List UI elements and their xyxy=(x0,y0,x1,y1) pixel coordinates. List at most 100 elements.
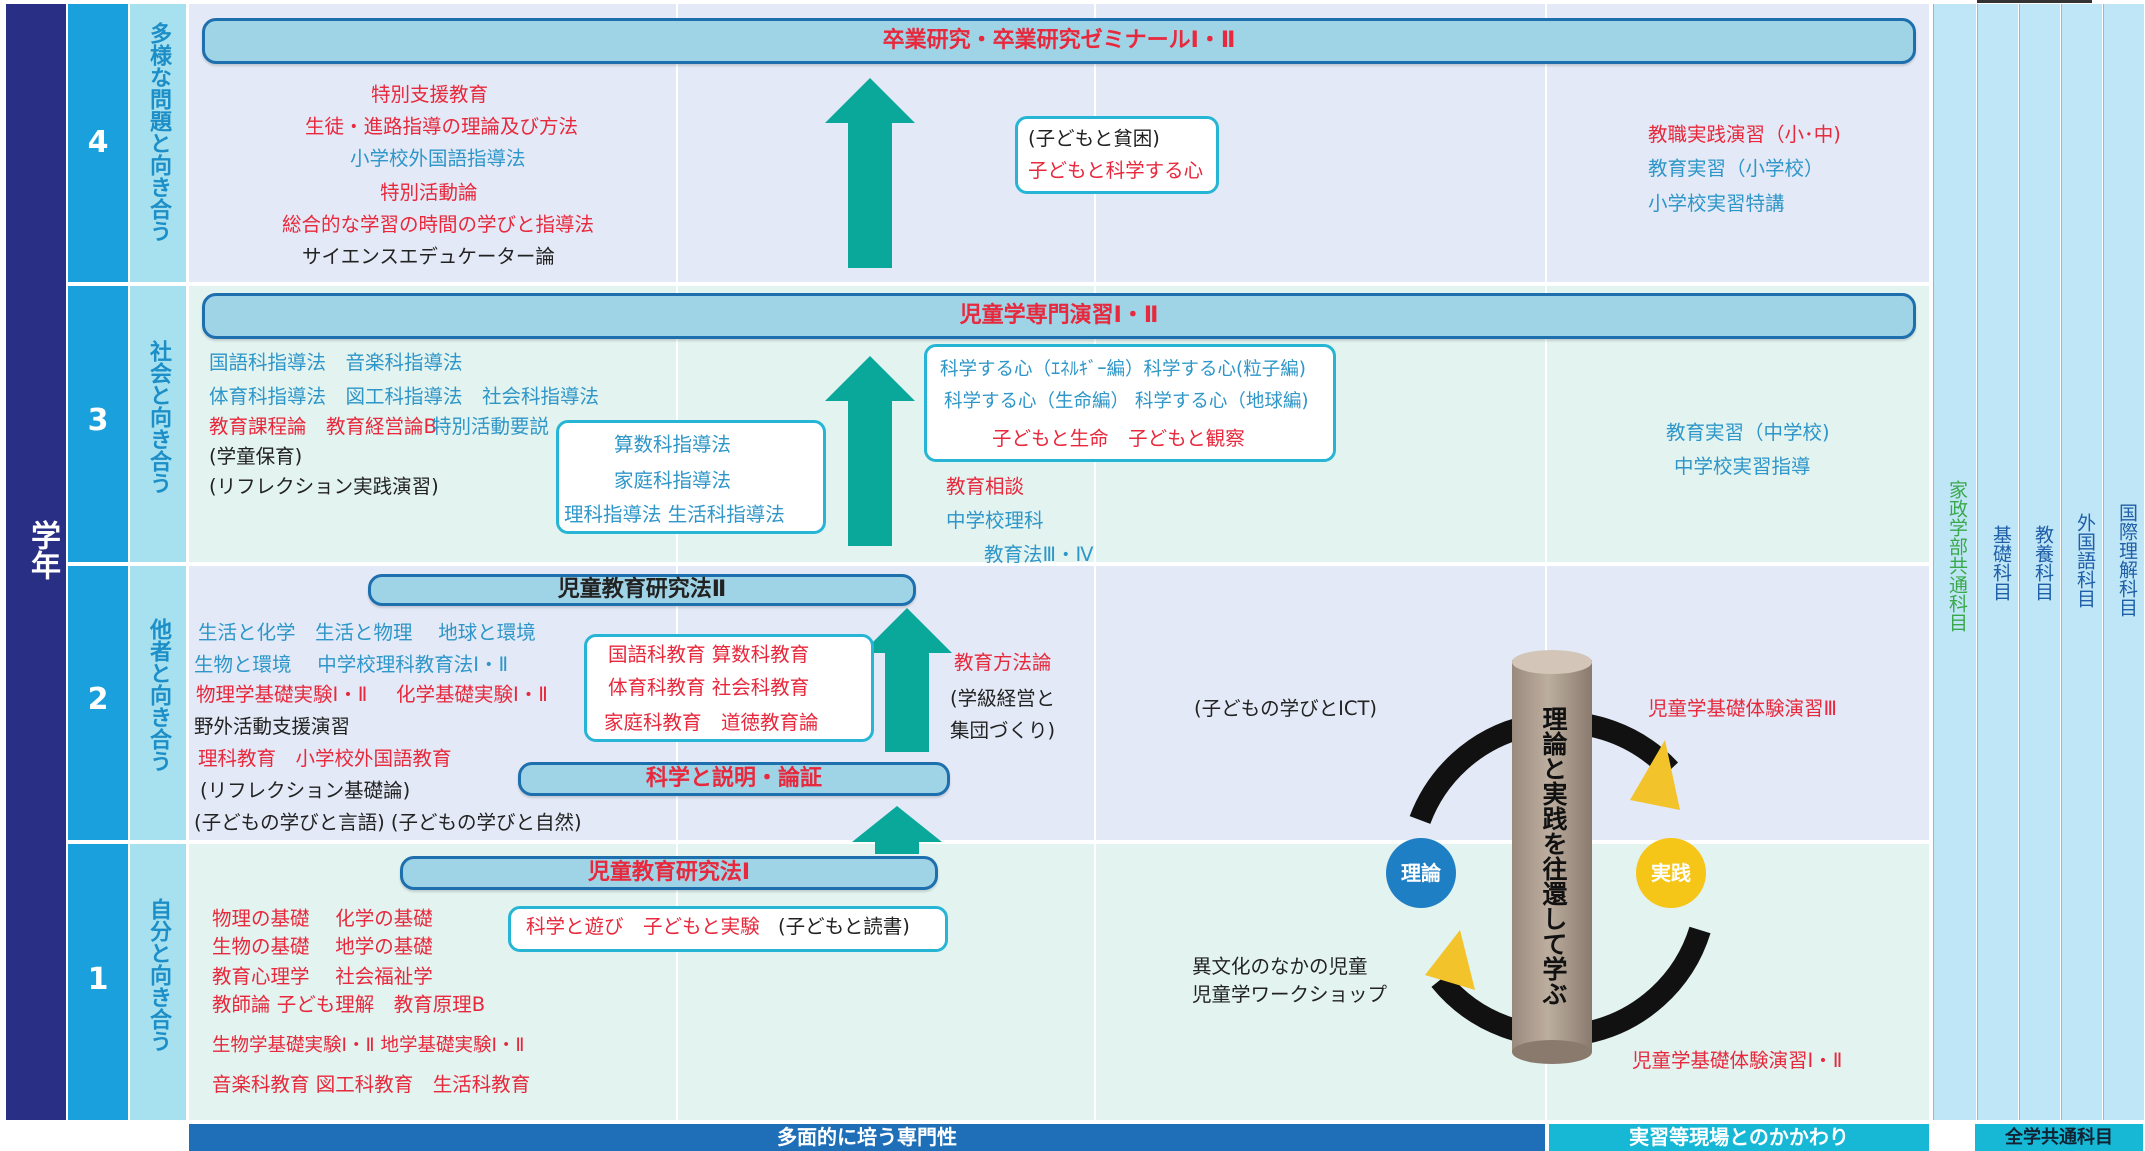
grade-num-3: 3 xyxy=(87,403,109,438)
g3-box-mid-1: 算数科指導法 xyxy=(614,433,732,456)
g2-left-4: 化学基礎実験Ⅰ・Ⅱ xyxy=(396,683,548,706)
theme-2: 他者と向き合う xyxy=(146,618,171,772)
bar-seminar-3: 児童学専門演習Ⅰ・Ⅱ xyxy=(202,293,1916,339)
arrow-up-icon xyxy=(852,806,942,854)
g2-right: 児童学基礎体験演習Ⅲ xyxy=(1648,697,1837,720)
bar-science-explanation: 科学と説明・論証 xyxy=(518,762,950,796)
g4-left-4: 特別活動論 xyxy=(380,181,478,204)
g1-left-1: 物理の基礎 化学の基礎 xyxy=(212,907,433,930)
g4-box xyxy=(1015,116,1219,194)
grade-num-1: 1 xyxy=(87,962,109,997)
bar-research-method-2: 児童教育研究法Ⅱ xyxy=(368,574,916,606)
theme-3: 社会と向き合う xyxy=(146,340,171,494)
g1-box-text: 科学と遊び 子どもと実験 xyxy=(526,915,760,938)
g3-left-4: 特別活動要説 xyxy=(432,415,550,438)
g3-mid-below-1: 教育相談 xyxy=(946,475,1025,498)
g3-box-right-2: 科学する心（生命編） 科学する心（地球編) xyxy=(944,391,1309,412)
g3-mid-below-2: 中学校理科 xyxy=(946,509,1044,532)
g3-right-1: 教育実習（中学校) xyxy=(1666,421,1830,444)
side-col-3 xyxy=(2019,4,2060,1120)
g1-left-4: 教師論 子ども理解 教育原理B xyxy=(212,993,486,1016)
g4-right-3: 小学校実習特講 xyxy=(1648,192,1785,215)
g2-box-3: 家庭科教育 道徳教育論 xyxy=(604,711,819,734)
footer-specialty-label: 多面的に培う専門性 xyxy=(777,1125,957,1149)
side-col-1-label: 家政学部共通科目 xyxy=(1946,480,1968,632)
pillar xyxy=(1512,660,1592,1052)
g1-left-3: 教育心理学 社会福祉学 xyxy=(212,965,433,988)
g3-box-mid-2: 家庭科指導法 xyxy=(614,469,732,492)
g3-left-2: 体育科指導法 図工科指導法 社会科指導法 xyxy=(209,385,600,408)
g4-box-2: 子どもと科学する心 xyxy=(1028,159,1204,182)
g3-mid-below-3: 教育法Ⅲ・Ⅳ xyxy=(984,543,1094,566)
g3-left-3: 教育課程論 教育経営論B xyxy=(209,415,437,438)
arrow-up-icon xyxy=(825,78,915,268)
g3-left-6: (リフレクション実践演習) xyxy=(209,475,439,498)
g4-right-2: 教育実習（小学校） xyxy=(1648,157,1824,180)
g2-left-5: 野外活動支援演習 xyxy=(194,715,351,738)
side-col-4 xyxy=(2061,4,2102,1120)
g2-left-8: (子どもの学びと言語) (子どもの学びと自然) xyxy=(194,811,582,834)
g2-left-2: 生物と環境 中学校理科教育法Ⅰ・Ⅱ xyxy=(194,653,509,676)
g2-center: (子どもの学びとICT) xyxy=(1194,697,1377,720)
g1-left-6: 音楽科教育 図工科教育 生活科教育 xyxy=(212,1073,531,1096)
footer-common-label: 全学共通科目 xyxy=(2005,1127,2113,1148)
g2-mid-1: 教育方法論 xyxy=(954,651,1052,674)
pillar-top xyxy=(1512,650,1592,674)
g4-left-6: サイエンスエデュケーター論 xyxy=(302,245,555,268)
grade-num-4: 4 xyxy=(87,125,109,160)
side-col-2 xyxy=(1977,4,2018,1120)
footer-specialty xyxy=(189,1124,1545,1151)
pillar-label: 理論と実践を往還して学ぶ xyxy=(1539,706,1568,1006)
g3-box-mid-3: 理科指導法 生活科指導法 xyxy=(564,503,785,526)
bar-graduation-research: 卒業研究・卒業研究ゼミナールⅠ・Ⅱ xyxy=(202,18,1916,64)
g4-right-1: 教職実践演習（小･中) xyxy=(1648,123,1841,146)
theme-4: 多様な問題と向き合う xyxy=(146,22,171,242)
g3-left-1: 国語科指導法 音楽科指導法 xyxy=(209,351,463,374)
arrow-up-icon xyxy=(862,608,952,752)
side-col-2-label: 基礎科目 xyxy=(1990,525,2012,601)
g1-center-2: 児童学ワークショップ xyxy=(1192,983,1388,1006)
side-col-5-label: 国際理解科目 xyxy=(2116,503,2138,617)
g2-left-7: (リフレクション基礎論) xyxy=(200,779,411,802)
g1-box xyxy=(508,906,948,952)
g1-center-1: 異文化のなかの児童 xyxy=(1192,955,1368,978)
g2-box-2: 体育科教育 社会科教育 xyxy=(608,676,810,699)
footer-practice xyxy=(1549,1124,1929,1151)
row-1 xyxy=(189,844,1929,1120)
theory-circle: 理論 xyxy=(1386,838,1456,908)
g2-left-3: 物理学基礎実験Ⅰ・Ⅱ xyxy=(196,683,368,706)
g2-left-1: 生活と化学 生活と物理 地球と環境 xyxy=(198,621,536,644)
g3-right-2: 中学校実習指導 xyxy=(1674,455,1811,478)
g2-mid-3: 集団づくり) xyxy=(950,719,1056,742)
grade-num-2: 2 xyxy=(87,682,109,717)
g2-box xyxy=(584,634,874,742)
g3-box-right xyxy=(924,344,1336,462)
g4-box-1: (子どもと貧困) xyxy=(1028,127,1160,150)
side-col-5 xyxy=(2103,4,2144,1120)
footer-common xyxy=(1975,1124,2143,1151)
theme-1: 自分と向き合う xyxy=(146,898,171,1052)
g4-left-1: 特別支援教育 xyxy=(371,83,489,106)
g2-left-6: 理科教育 小学校外国語教育 xyxy=(198,747,452,770)
g4-left-3: 小学校外国語指導法 xyxy=(350,147,526,170)
grade-axis-label: 学年 xyxy=(25,520,60,580)
g2-box-1: 国語科教育 算数科教育 xyxy=(608,643,810,666)
arrow-up-icon xyxy=(825,356,915,546)
side-col-1 xyxy=(1933,4,1976,1120)
g1-box-extra: (子どもと読書) xyxy=(778,915,910,938)
g1-right: 児童学基礎体験演習Ⅰ・Ⅱ xyxy=(1632,1049,1843,1072)
g3-box-right-1: 科学する心（ｴﾈﾙｷﾞｰ編）科学する心(粒子編) xyxy=(940,359,1306,380)
side-col-4-label: 外国語科目 xyxy=(2074,513,2096,608)
g1-left-2: 生物の基礎 地学の基礎 xyxy=(212,935,433,958)
side-col-3-label: 教養科目 xyxy=(2032,525,2054,601)
grade-axis xyxy=(6,4,66,1120)
g3-box-mid xyxy=(556,420,826,534)
g3-left-5: (学童保育) xyxy=(209,445,303,468)
g2-mid-2: (学級経営と xyxy=(950,687,1056,710)
bar-research-method-1: 児童教育研究法Ⅰ xyxy=(400,856,938,890)
practice-circle: 実践 xyxy=(1636,838,1706,908)
g3-box-right-3: 子どもと生命 子どもと観察 xyxy=(992,427,1245,450)
pillar-bottom xyxy=(1512,1040,1592,1064)
g4-left-2: 生徒・進路指導の理論及び方法 xyxy=(305,115,579,138)
g4-left-5: 総合的な学習の時間の学びと指導法 xyxy=(282,213,595,236)
